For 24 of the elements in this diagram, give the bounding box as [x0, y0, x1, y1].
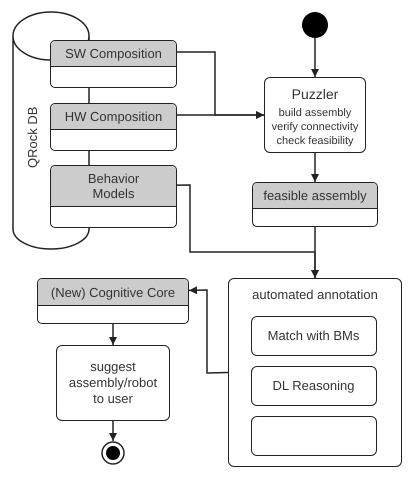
compartment-box: SW Composition — [50, 40, 177, 88]
arrow — [311, 38, 319, 77]
box-title: Puzzler — [292, 86, 338, 103]
start-node — [302, 12, 328, 38]
database-label: QRock DB — [25, 105, 40, 170]
arrow — [188, 286, 228, 374]
end-node — [101, 441, 125, 465]
process-box: Match with BMs — [250, 316, 376, 356]
box-title: automated annotation — [252, 287, 378, 303]
group-box — [228, 278, 402, 467]
compartment-box: feasible assembly — [252, 182, 378, 227]
process-box: suggest assembly/robot to user — [56, 345, 170, 421]
compartment-box: Behavior Models — [50, 165, 177, 228]
box-text: build assembly verify connectivity check feasibility — [270, 106, 360, 148]
empty-box — [250, 416, 376, 456]
process-box: DL Reasoning — [250, 366, 376, 406]
arrow — [177, 184, 319, 278]
arrow — [177, 111, 264, 119]
arrow — [311, 153, 319, 182]
compartment-box: HW Composition — [50, 103, 177, 151]
compartment-box: (New) Cognitive Core — [37, 278, 189, 324]
arrow — [109, 421, 117, 441]
arrow — [109, 324, 117, 345]
process-box — [264, 77, 366, 153]
